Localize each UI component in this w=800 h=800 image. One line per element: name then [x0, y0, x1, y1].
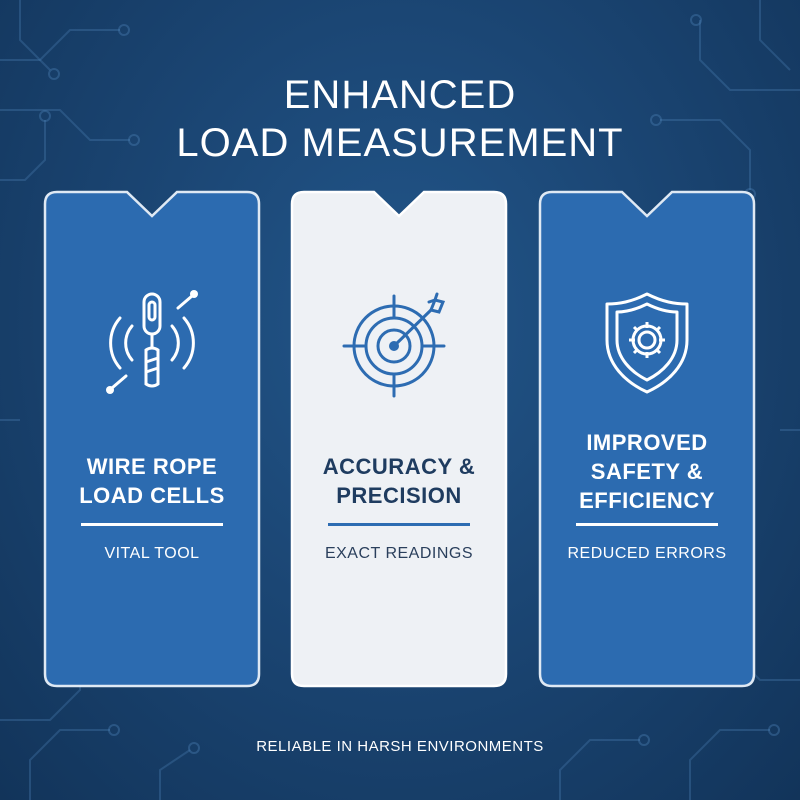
title-line-1: ENHANCED [283, 72, 517, 117]
card-heading-line: PRECISION [336, 483, 462, 508]
card-heading-line: SAFETY & [590, 458, 704, 484]
card-heading-line: LOAD CELLS [79, 483, 225, 508]
card-divider [328, 523, 470, 526]
card-wire-rope-load-cells: WIRE ROPE LOAD CELLS VITAL TOOL [43, 190, 261, 688]
card-heading-line: WIRE ROPE [86, 454, 218, 479]
card-caption: VITAL TOOL [104, 545, 200, 562]
card-heading: WIRE ROPE LOAD CELLS [43, 426, 261, 536]
card-caption: REDUCED ERRORS [567, 545, 727, 562]
load-cell-icon [106, 290, 198, 394]
card-frame [290, 190, 508, 688]
card-heading-line: ACCURACY & [322, 454, 476, 479]
shield-gear-icon [605, 292, 689, 394]
card-frame [43, 190, 261, 688]
card-heading: ACCURACY & PRECISION [290, 426, 508, 536]
card-heading-line: IMPROVED [586, 429, 708, 455]
title-line-2: LOAD MEASUREMENT [176, 120, 624, 165]
footer-tagline: RELIABLE IN HARSH ENVIRONMENTS [256, 738, 544, 755]
card-divider [81, 523, 223, 526]
card-heading-line: EFFICIENCY [579, 487, 715, 513]
card-improved-safety-efficiency: IMPROVED SAFETY & EFFICIENCY REDUCED ERR… [538, 190, 756, 688]
page-title: ENHANCED LOAD MEASUREMENT [0, 71, 800, 167]
card-heading: IMPROVED SAFETY & EFFICIENCY [538, 416, 756, 526]
card-caption: EXACT READINGS [324, 545, 474, 562]
card-accuracy-precision: ACCURACY & PRECISION EXACT READINGS [290, 190, 508, 688]
target-arrow-icon [342, 292, 446, 398]
card-divider [576, 523, 718, 526]
card-frame [538, 190, 756, 688]
